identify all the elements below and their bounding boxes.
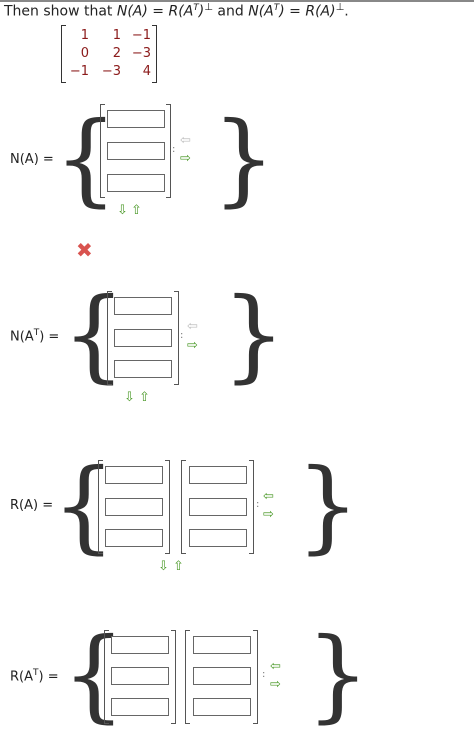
remove-row-arrow-icon[interactable]: ⇧: [131, 203, 142, 218]
matrix-entry: 0: [80, 46, 89, 61]
top-divider: [0, 0, 474, 2]
matrix-entry: −3: [101, 64, 121, 79]
matrix-entry: 4: [142, 64, 151, 79]
statement-text: Then show that: [4, 3, 117, 20]
matrix-right-bracket: [152, 25, 157, 83]
null-space-a: N(A): [116, 3, 148, 20]
vector-right-bracket: [249, 460, 254, 554]
rat-vector1-entry-2[interactable]: [111, 667, 169, 685]
rat-vector1-entry-1[interactable]: [111, 636, 169, 654]
ra-vector1-entry-2[interactable]: [105, 498, 163, 516]
equals-sign: =: [284, 3, 306, 20]
incorrect-x-icon: ✖: [76, 238, 93, 262]
remove-vector-arrow-icon[interactable]: ⇦: [180, 133, 191, 148]
ra-vector2-entry-2[interactable]: [189, 498, 247, 516]
vector-left-bracket: [104, 630, 109, 724]
vector-left-bracket: [185, 630, 190, 724]
label-text: N(A: [10, 329, 34, 345]
rat-vector1-entry-3[interactable]: [111, 698, 169, 716]
add-vector-arrow-icon[interactable]: ⇨: [187, 338, 198, 353]
right-brace: }: [296, 447, 360, 564]
right-brace: }: [212, 100, 276, 217]
range-a: R(A): [305, 3, 336, 20]
vector-dots: :: [180, 330, 184, 341]
vector-right-bracket: [174, 291, 179, 385]
transpose-sup: T: [33, 328, 40, 338]
ra-vector2-entry-1[interactable]: [189, 466, 247, 484]
label-text: ) =: [39, 329, 60, 345]
perp-sup: ⊥: [204, 2, 213, 13]
rat-vector2-entry-1[interactable]: [193, 636, 251, 654]
vector-left-bracket: [98, 460, 103, 554]
label-text: R(A: [10, 669, 33, 685]
range-at: R(A: [168, 3, 194, 20]
transpose-sup: T: [33, 668, 39, 678]
add-vector-arrow-icon[interactable]: ⇨: [263, 507, 274, 522]
matrix-entry: 1: [80, 28, 89, 43]
remove-row-arrow-icon[interactable]: ⇧: [173, 559, 184, 574]
period: .: [344, 3, 349, 20]
matrix-entry: 1: [112, 28, 121, 43]
na-vector-entry-3[interactable]: [107, 174, 165, 192]
equals-sign: =: [147, 3, 169, 20]
rat-vector2-entry-2[interactable]: [193, 667, 251, 685]
nat-vector-entry-2[interactable]: [114, 329, 172, 347]
nat-label: N(AT) =: [10, 328, 59, 344]
add-row-arrow-icon[interactable]: ⇩: [158, 559, 169, 574]
vector-dots: :: [256, 499, 260, 510]
na-vector-entry-2[interactable]: [107, 142, 165, 160]
nat-vector-entry-3[interactable]: [114, 360, 172, 378]
perp-sup: ⊥: [335, 2, 345, 13]
paren: ): [198, 3, 205, 20]
nat-vector-entry-1[interactable]: [114, 297, 172, 315]
vector-left-bracket: [107, 291, 112, 385]
remove-vector-arrow-icon[interactable]: ⇦: [187, 319, 198, 334]
right-brace: }: [222, 276, 286, 393]
rat-label: R(AT) =: [10, 668, 59, 684]
problem-statement: Then show that N(A) = R(AT)⊥ and N(AT) =…: [4, 2, 349, 20]
paren: ): [279, 3, 285, 20]
and-text: and: [212, 3, 249, 20]
matrix-entry: −3: [131, 46, 151, 61]
matrix-left-bracket: [61, 25, 66, 83]
remove-row-arrow-icon[interactable]: ⇧: [139, 390, 150, 405]
vector-right-bracket: [171, 630, 176, 724]
add-row-arrow-icon[interactable]: ⇩: [124, 390, 135, 405]
transpose-sup: T: [273, 3, 280, 13]
rat-vector2-entry-3[interactable]: [193, 698, 251, 716]
vector-right-bracket: [253, 630, 258, 724]
matrix-entry: −1: [131, 28, 151, 43]
remove-vector-arrow-icon[interactable]: ⇦: [263, 489, 274, 504]
transpose-sup: T: [193, 3, 199, 13]
vector-left-bracket: [100, 104, 105, 198]
na-label: N(A) =: [10, 152, 54, 167]
matrix-entry: 2: [112, 46, 121, 61]
add-vector-arrow-icon[interactable]: ⇨: [180, 151, 191, 166]
na-vector-entry-1[interactable]: [107, 110, 165, 128]
vector-dots: :: [262, 669, 266, 680]
vector-right-bracket: [166, 104, 171, 198]
add-row-arrow-icon[interactable]: ⇩: [117, 203, 128, 218]
matrix-entry: −1: [69, 64, 89, 79]
ra-vector2-entry-3[interactable]: [189, 529, 247, 547]
remove-vector-arrow-icon[interactable]: ⇦: [270, 659, 281, 674]
matrix-a: 1 1 −1 0 2 −3 −1 −3 4: [61, 25, 157, 83]
label-text: ) =: [38, 669, 59, 685]
ra-label: R(A) =: [10, 498, 54, 513]
vector-left-bracket: [181, 460, 186, 554]
right-brace: }: [306, 616, 370, 733]
ra-vector1-entry-3[interactable]: [105, 529, 163, 547]
vector-dots: :: [172, 144, 176, 155]
add-vector-arrow-icon[interactable]: ⇨: [270, 677, 281, 692]
null-space-at: N(A: [248, 3, 274, 20]
ra-vector1-entry-1[interactable]: [105, 466, 163, 484]
vector-right-bracket: [165, 460, 170, 554]
